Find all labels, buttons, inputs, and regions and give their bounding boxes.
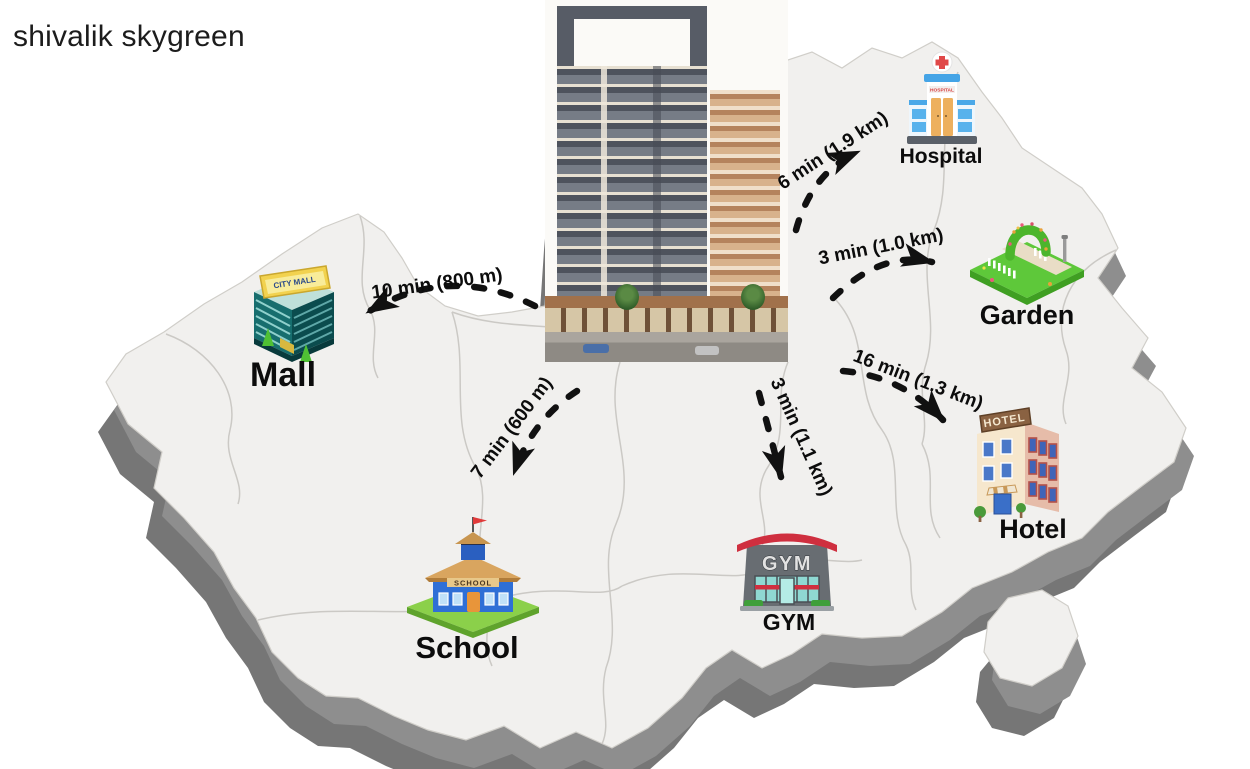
building-photo [545, 0, 788, 362]
hotel-label: Hotel [999, 514, 1067, 544]
gym-icon: GYM [737, 533, 837, 611]
street [545, 332, 788, 362]
garden-icon [970, 222, 1084, 305]
route-arrow-mall [364, 282, 539, 316]
route-arrows [364, 148, 947, 481]
school-icon: SCHOOL [407, 517, 539, 638]
car-icon [695, 346, 719, 355]
school-sign-text: SCHOOL [454, 578, 492, 587]
route-arrow-hospital [792, 148, 862, 234]
gym-label: GYM [762, 609, 816, 635]
school-label: School [415, 630, 519, 665]
mall-icon: CITY MALL [254, 265, 334, 362]
map-landmass [105, 37, 1187, 749]
hotel-awning [986, 484, 1018, 496]
tower-right [710, 90, 780, 306]
tower-left [557, 66, 707, 306]
hospital-label: Hospital [899, 145, 983, 168]
route-arrow-garden [829, 243, 936, 302]
hospital-sign-text: HOSPITAL [930, 88, 954, 94]
hotel-icon: HOTEL [974, 407, 1059, 522]
palm-tree-icon [741, 284, 765, 310]
mall-label: Mall [249, 356, 317, 394]
garden-label: Garden [979, 300, 1075, 330]
palm-tree-icon [615, 284, 639, 310]
route-arrow-school [510, 387, 581, 477]
route-arrow-gym [755, 389, 786, 481]
map-island [983, 589, 1079, 687]
storefronts [545, 308, 788, 332]
hospital-icon: HOSPITAL [907, 51, 977, 144]
project-title: shivalik skygreen [13, 20, 245, 53]
tower-crown [557, 6, 707, 68]
route-arrow-hotel [839, 367, 947, 424]
gym-sign-text: GYM [762, 553, 812, 575]
car-icon [583, 344, 609, 353]
arch-flowers [1008, 222, 1048, 251]
